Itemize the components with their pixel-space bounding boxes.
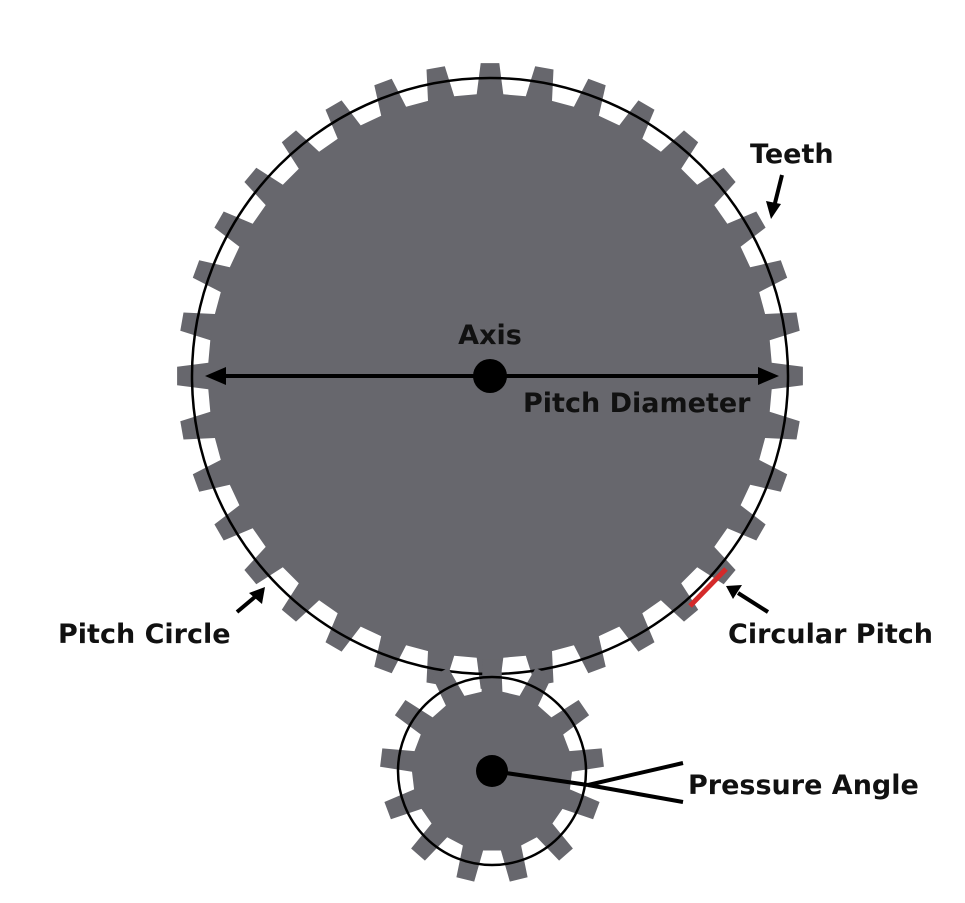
large-gear-axis xyxy=(473,359,507,393)
axis-label: Axis xyxy=(458,320,522,351)
pressure-angle-lines xyxy=(491,761,684,804)
pitch-circle-pointer-arrow xyxy=(235,587,265,614)
pitch-diameter-label: Pitch Diameter xyxy=(523,388,751,419)
pitch-circle-label: Pitch Circle xyxy=(58,619,231,650)
small-gear-pitch-circle xyxy=(396,675,588,867)
circular-pitch-pointer-arrow xyxy=(726,585,770,614)
pressure-angle-label: Pressure Angle xyxy=(688,770,919,801)
circular-pitch-label: Circular Pitch xyxy=(728,619,933,650)
teeth-label: Teeth xyxy=(750,139,834,170)
teeth-pointer-arrow xyxy=(766,174,784,219)
circular-pitch-marker xyxy=(688,567,728,608)
